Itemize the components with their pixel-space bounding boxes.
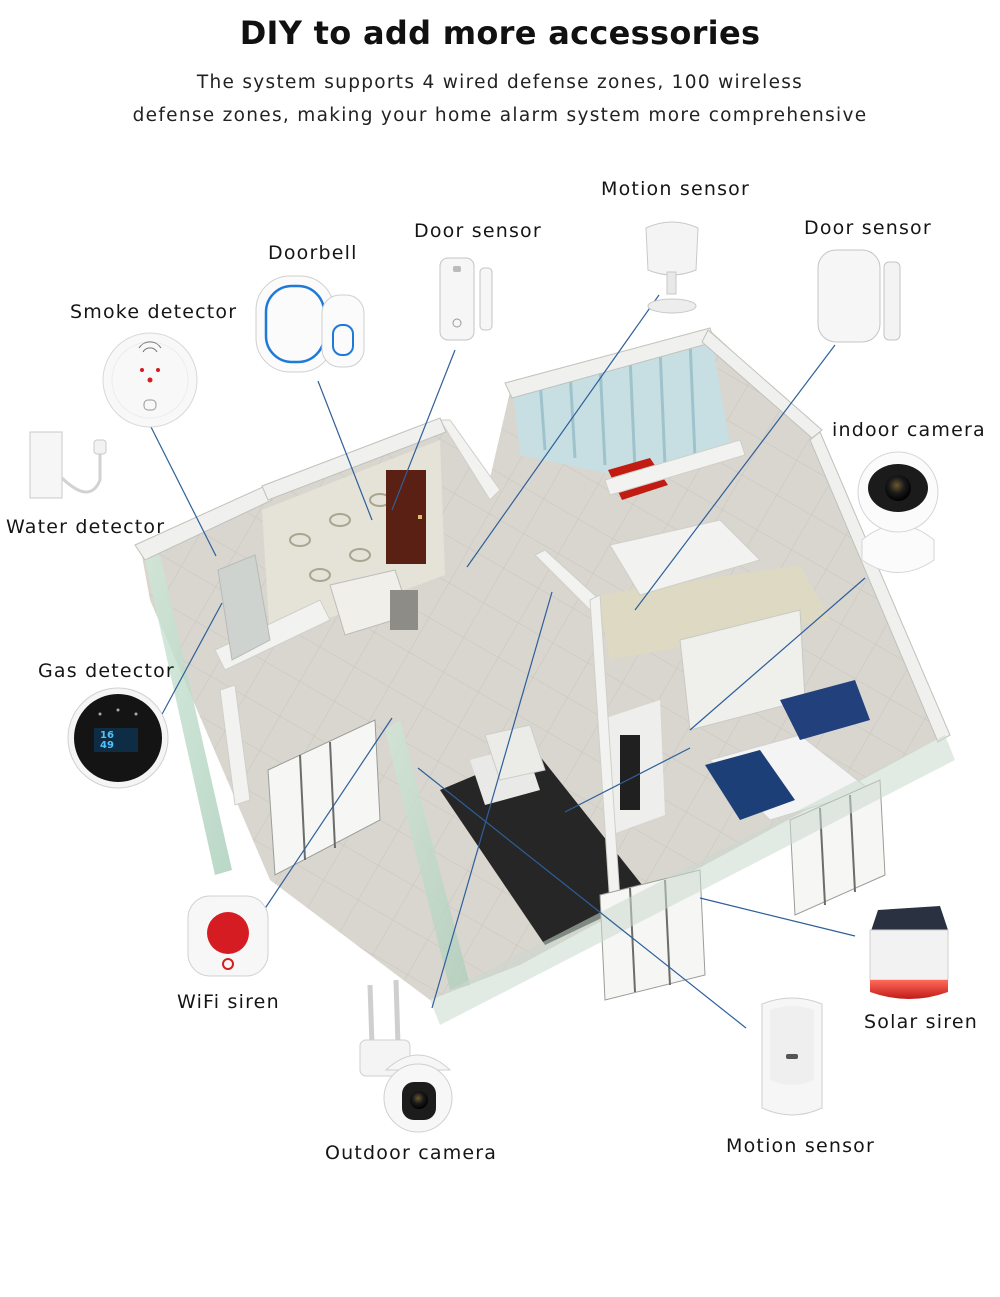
label-motion-sensor-bottom: Motion sensor (726, 1135, 876, 1157)
motion-sensor-bottom-icon (761, 997, 823, 1116)
label-doorbell: Doorbell (268, 242, 358, 264)
label-water-detector: Water detector (6, 516, 166, 538)
label-outdoor-camera: Outdoor camera (325, 1142, 498, 1164)
label-indoor-camera: indoor camera (832, 419, 986, 441)
indoor-camera-icon (857, 451, 939, 573)
outdoor-camera-icon (359, 979, 453, 1133)
label-smoke-detector: Smoke detector (70, 301, 238, 323)
subtitle-line-2: defense zones, making your home alarm sy… (132, 105, 868, 126)
gas-reading-1: 16 (100, 730, 114, 741)
label-solar-siren: Solar siren (864, 1011, 978, 1033)
gas-detector-icon (67, 687, 169, 789)
label-door-sensor-right: Door sensor (804, 217, 932, 239)
water-detector-icon (29, 431, 107, 499)
motion-sensor-top-icon (645, 221, 699, 314)
gas-reading-2: 49 (100, 740, 114, 751)
smoke-detector-icon (102, 332, 198, 428)
label-door-sensor-left: Door sensor (414, 220, 542, 242)
page-title: DIY to add more accessories (239, 14, 761, 52)
door-sensor-right-icon (817, 249, 901, 343)
label-motion-sensor-top: Motion sensor (601, 178, 751, 200)
connector-lines (149, 294, 866, 1029)
solar-siren-icon (869, 906, 949, 999)
door-sensor-left-icon (439, 257, 493, 341)
wifi-siren-icon (187, 895, 269, 977)
subtitle-line-1: The system supports 4 wired defense zone… (196, 72, 804, 93)
label-wifi-siren: WiFi siren (177, 991, 280, 1013)
doorbell-icon (255, 275, 365, 373)
label-gas-detector: Gas detector (38, 660, 175, 682)
